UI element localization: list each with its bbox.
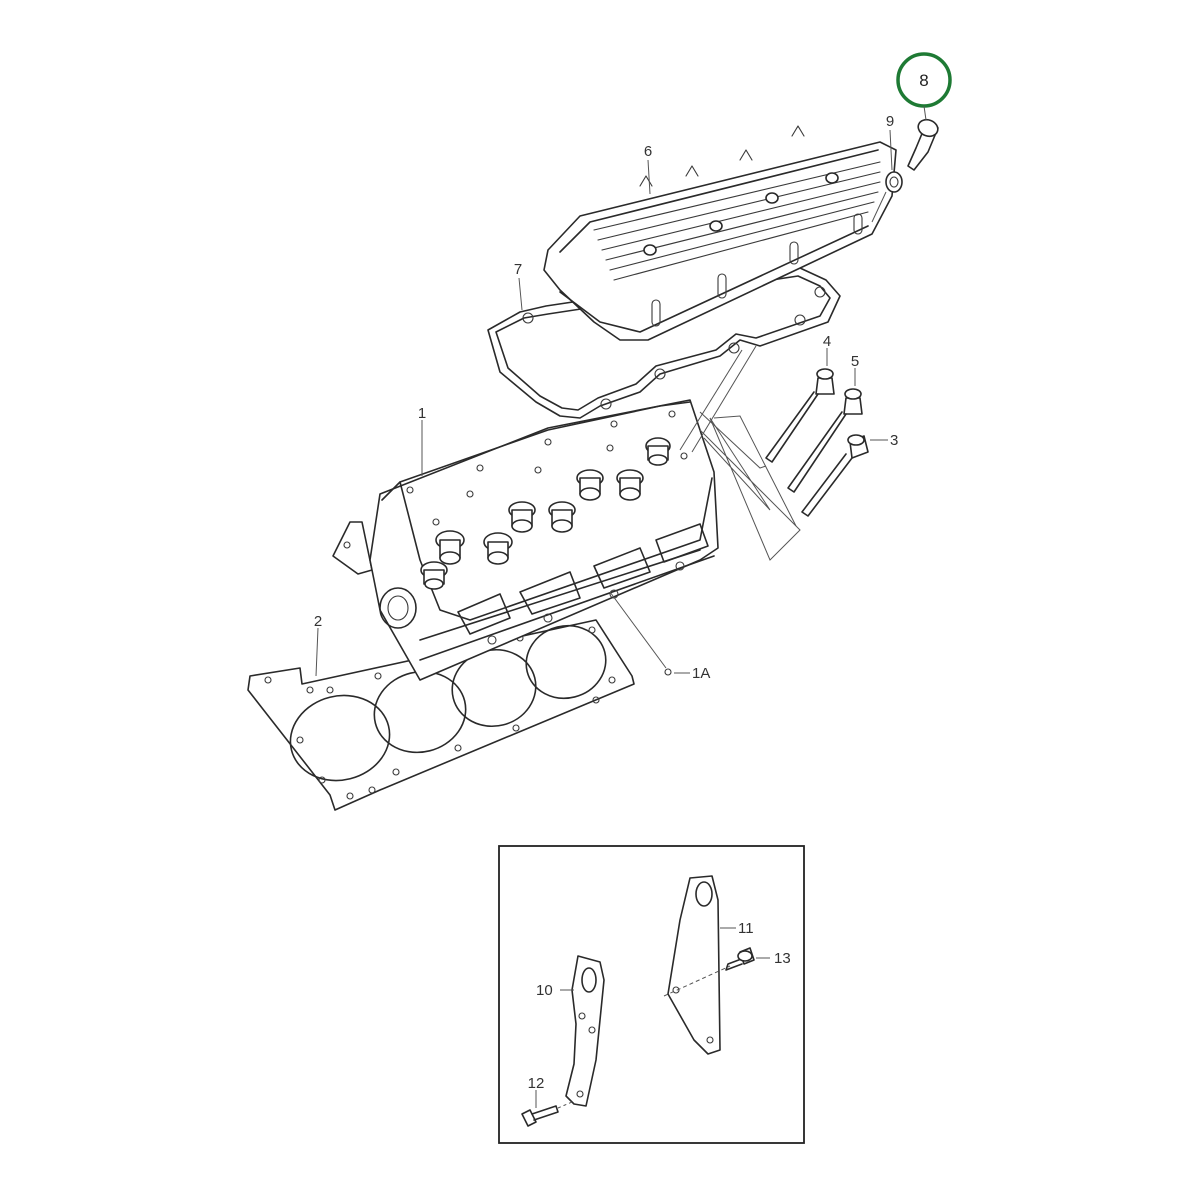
callout-12: 12 (528, 1075, 545, 1092)
callout-8: 8 (919, 71, 928, 90)
callout-1a: 1A (692, 665, 710, 682)
callout-6: 6 (644, 143, 652, 160)
callout-13: 13 (774, 950, 791, 967)
part-11-bracket[interactable] (663, 875, 731, 1055)
part-4-head-bolt-long[interactable] (765, 368, 835, 463)
callout-9: 9 (886, 113, 894, 130)
callout-10: 10 (536, 982, 553, 999)
part-1a-dowel[interactable] (609, 591, 690, 676)
callout-1: 1 (418, 405, 426, 422)
detail-inset-frame (498, 845, 805, 1144)
part-6-valve-cover[interactable] (543, 125, 897, 341)
bolt-leader-lines (679, 345, 801, 561)
part-8-pcv-valve[interactable] (907, 117, 940, 171)
callout-5: 5 (851, 353, 859, 370)
callout-3: 3 (890, 432, 898, 449)
callout-11: 11 (738, 920, 754, 937)
part-5-head-bolt[interactable] (787, 388, 863, 493)
part-1-cylinder-head[interactable] (332, 399, 719, 681)
part-13-bolt[interactable] (725, 947, 755, 971)
callout-7: 7 (514, 261, 522, 278)
part-3-head-bolt-short[interactable] (801, 434, 869, 517)
callout-2: 2 (314, 613, 322, 630)
part-10-bracket[interactable] (565, 955, 605, 1107)
part-9-grommet[interactable] (871, 171, 903, 223)
callout-4: 4 (823, 333, 831, 350)
part-12-bolt[interactable] (521, 1101, 573, 1127)
